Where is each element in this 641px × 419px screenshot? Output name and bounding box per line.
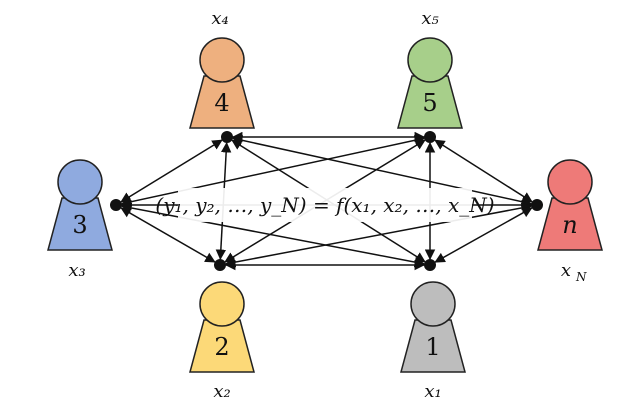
node-dot-d5	[424, 131, 436, 143]
label-xN: x N	[561, 260, 587, 284]
pawn-head	[410, 281, 456, 327]
formula-background	[178, 188, 472, 222]
node-dot-d3	[110, 199, 122, 211]
pawn-head	[547, 159, 593, 205]
label-x1: x₁	[424, 381, 441, 402]
label-xN-base: x	[561, 260, 571, 281]
node-dot-d2	[214, 259, 226, 271]
label-x2: x₂	[213, 381, 230, 402]
pawn-number: n	[562, 211, 577, 239]
edge-dn-d1	[434, 207, 533, 263]
pawn-number: 5	[422, 89, 437, 117]
node-dot-d4	[221, 131, 233, 143]
pawn-p5: 5	[397, 37, 463, 129]
pawn-pn: n	[537, 159, 603, 251]
pawn-number: 4	[214, 89, 229, 117]
pawn-number: 1	[425, 333, 440, 361]
formula-label: (y₁, y₂, …, y_N) = f(x₁, x₂, …, x_N)	[155, 188, 495, 222]
label-x5: x₅	[421, 8, 438, 29]
pawn-p4: 4	[189, 37, 255, 129]
label-x4: x₄	[211, 8, 228, 29]
pawn-number: 2	[214, 333, 229, 361]
node-dot-dn	[531, 199, 543, 211]
pawn-head	[199, 281, 245, 327]
pawn-p1: 1	[400, 281, 466, 373]
pawn-p3: 3	[47, 159, 113, 251]
pawn-group: 4 5 3 n 2 1	[47, 37, 603, 373]
pawn-head	[199, 37, 245, 83]
node-dot-group	[110, 131, 543, 271]
label-xN-subscript: N	[575, 270, 587, 284]
edge-dn-d5	[434, 139, 533, 203]
pawn-p2: 2	[189, 281, 255, 373]
formula-text: (y₁, y₂, …, y_N) = f(x₁, x₂, …, x_N)	[155, 193, 494, 217]
pawn-head	[407, 37, 453, 83]
label-x3: x₃	[68, 260, 85, 281]
pawn-head	[57, 159, 103, 205]
node-dot-d1	[424, 259, 436, 271]
pawn-number: 3	[72, 211, 87, 239]
